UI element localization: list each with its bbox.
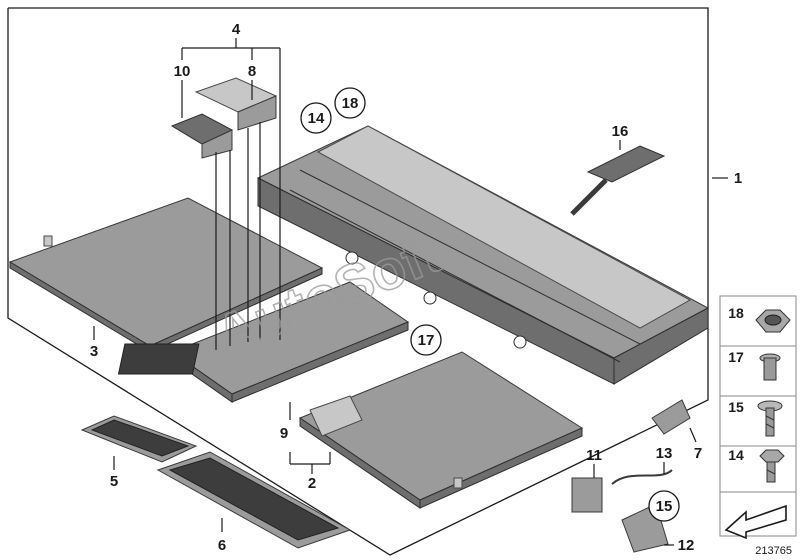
callout-11[interactable]: 11	[586, 447, 602, 464]
legend-cell-15[interactable]	[719, 395, 797, 447]
mat-small-5[interactable]	[80, 415, 198, 463]
callout-13[interactable]: 13	[656, 445, 673, 462]
fastener-legend: 18 17 15 14	[719, 295, 797, 540]
bracket-7[interactable]	[651, 399, 691, 435]
hex-nut-icon	[755, 309, 791, 333]
flange-screw-icon	[759, 449, 785, 483]
callout-9[interactable]: 9	[280, 425, 288, 442]
legend-num-18: 18	[728, 305, 744, 321]
floor-panel-middle[interactable]	[117, 281, 410, 403]
cover-small-8[interactable]	[194, 77, 278, 131]
callout-10[interactable]: 10	[174, 63, 191, 80]
callout-1[interactable]: 1	[734, 170, 742, 187]
callout-18-ring	[334, 87, 366, 119]
mat-large-6[interactable]	[156, 451, 352, 549]
callout-14[interactable]: 14	[308, 110, 325, 127]
callout-16[interactable]: 16	[612, 123, 629, 140]
callout-18[interactable]: 18	[342, 95, 359, 112]
cable-13[interactable]	[611, 469, 673, 485]
callout-7[interactable]: 7	[694, 445, 702, 462]
washer-screw-icon	[757, 400, 783, 437]
legend-num-15: 15	[728, 399, 744, 415]
callout-17-ring	[410, 324, 442, 356]
callout-17[interactable]: 17	[418, 332, 435, 349]
legend-num-17: 17	[728, 349, 744, 365]
callout-4[interactable]: 4	[232, 21, 241, 38]
assembly-frame	[7, 7, 709, 556]
floor-panel-left[interactable]	[8, 197, 324, 353]
callout-6[interactable]: 6	[218, 537, 226, 554]
callout-12[interactable]: 12	[678, 537, 695, 554]
legend-cell-14[interactable]	[719, 445, 797, 493]
callout-14-ring	[300, 102, 332, 134]
legend-cell-17[interactable]	[719, 345, 797, 397]
callout-3[interactable]: 3	[90, 343, 98, 360]
callout-2[interactable]: 2	[308, 475, 316, 492]
rivet-nut-icon	[759, 353, 781, 381]
callout-15-ring	[648, 490, 680, 522]
main-frame-assembly[interactable]	[256, 125, 710, 385]
callout-5[interactable]: 5	[110, 473, 118, 490]
direction-arrow-icon	[724, 504, 787, 540]
callout-8[interactable]: 8	[248, 63, 256, 80]
callout-15[interactable]: 15	[656, 498, 673, 515]
legend-num-14: 14	[728, 447, 744, 463]
gas-strut[interactable]	[570, 145, 666, 216]
diagram-id: 213765	[755, 545, 792, 557]
floor-panel-right[interactable]	[298, 351, 584, 509]
cover-small-10[interactable]	[170, 113, 234, 159]
hinge-11[interactable]	[571, 477, 603, 513]
